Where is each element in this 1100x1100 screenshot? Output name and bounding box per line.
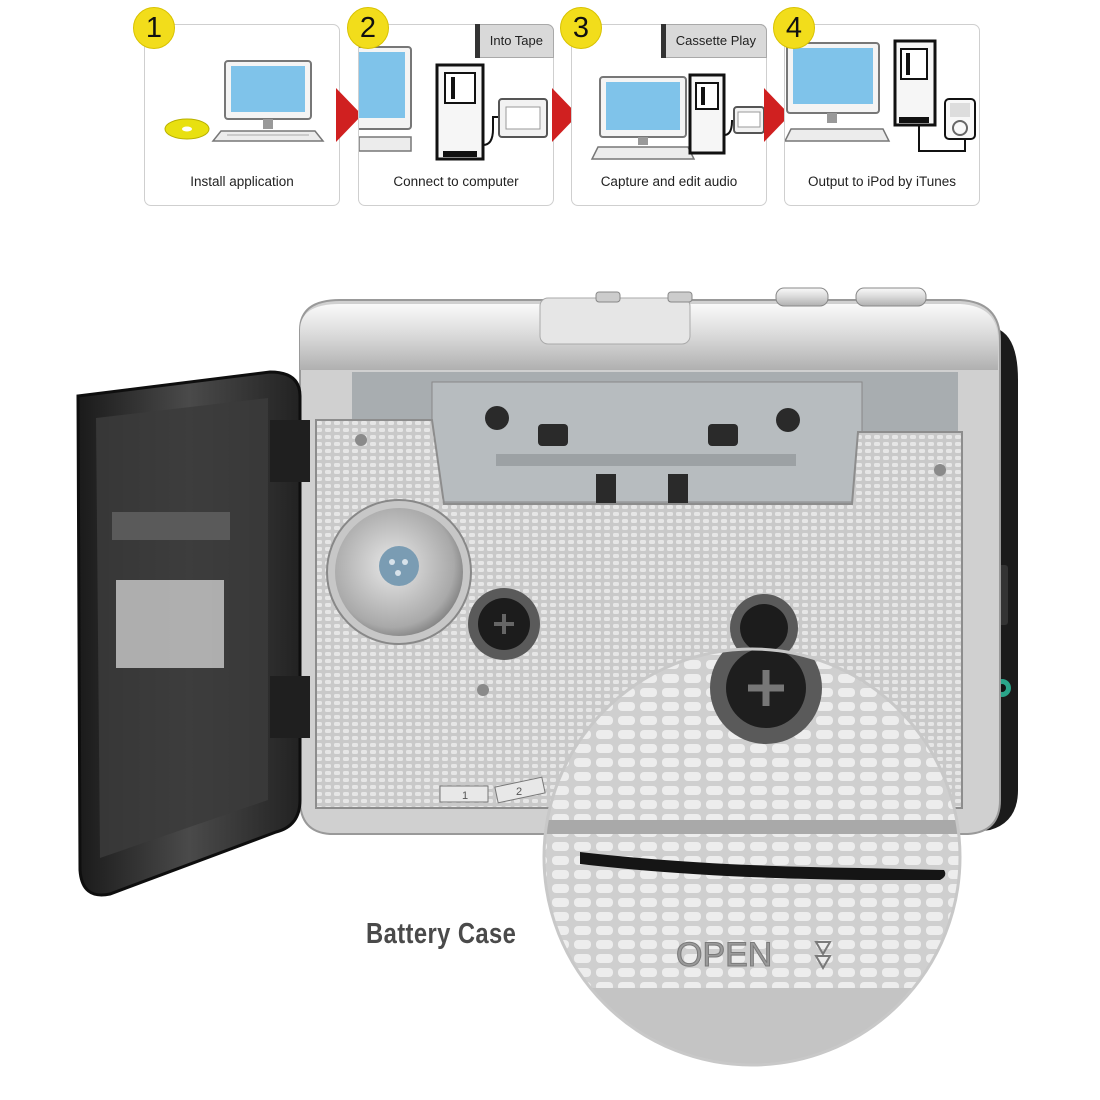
door-window: [116, 580, 224, 668]
battery-door-groove: [580, 852, 946, 880]
step-caption: Install application: [190, 174, 294, 189]
computer-with-disc-illustration: [164, 60, 325, 142]
slot-mark: [439, 785, 489, 803]
step-card-3: 3 Cassette Play Capture and edit audio: [560, 7, 767, 206]
screw-icon: [477, 684, 489, 696]
screw-icon: [934, 464, 946, 476]
slot-mark-label: 2: [516, 786, 522, 798]
forward-button: [667, 291, 693, 303]
step-number-badge: 1: [133, 7, 175, 49]
step-number-badge: 4: [773, 7, 815, 49]
keyboard-icon: [359, 136, 412, 152]
step-caption: Connect to computer: [393, 174, 519, 189]
step-card-4: 4 Output to iPod by iTunes: [773, 7, 980, 206]
arrow-right-icon: [336, 88, 362, 142]
slot-mark-label: 1: [462, 790, 468, 802]
step-number-badge: 3: [560, 7, 602, 49]
cassette-play-tag: Cassette Play: [660, 24, 767, 58]
step-caption: Capture and edit audio: [600, 174, 738, 189]
play-button: [775, 287, 829, 307]
rewind-button: [595, 291, 621, 303]
ipod-output-illustration: [785, 39, 976, 152]
step-card-1: 1 Install application: [133, 7, 340, 206]
capstan-icon: [485, 406, 800, 504]
stop-button: [855, 287, 927, 307]
keyboard-icon: [785, 128, 891, 142]
computer-tower-cassette-illustration: [359, 46, 548, 161]
capture-audio-illustration: [590, 73, 765, 160]
battery-case-label: Battery Case: [366, 918, 517, 950]
step-number-badge: 2: [347, 7, 389, 49]
eject-button: [539, 297, 691, 345]
reel-hub: [379, 546, 419, 586]
hinge: [270, 676, 310, 738]
arrow-down-icon: [814, 941, 832, 970]
cassette-player-photo: 1 2 OPEN: [76, 287, 1018, 1067]
screw-icon: [355, 434, 367, 446]
keyboard-icon: [590, 146, 696, 160]
screen: [231, 66, 305, 112]
open-label: OPEN: [676, 936, 772, 974]
hinge: [270, 420, 310, 482]
step-card-2: 2 Into Tape Connect to computer: [347, 7, 554, 206]
keyboard-icon: [211, 130, 325, 142]
step-caption: Output to iPod by iTunes: [807, 174, 957, 189]
into-tape-tag: Into Tape: [474, 24, 554, 58]
